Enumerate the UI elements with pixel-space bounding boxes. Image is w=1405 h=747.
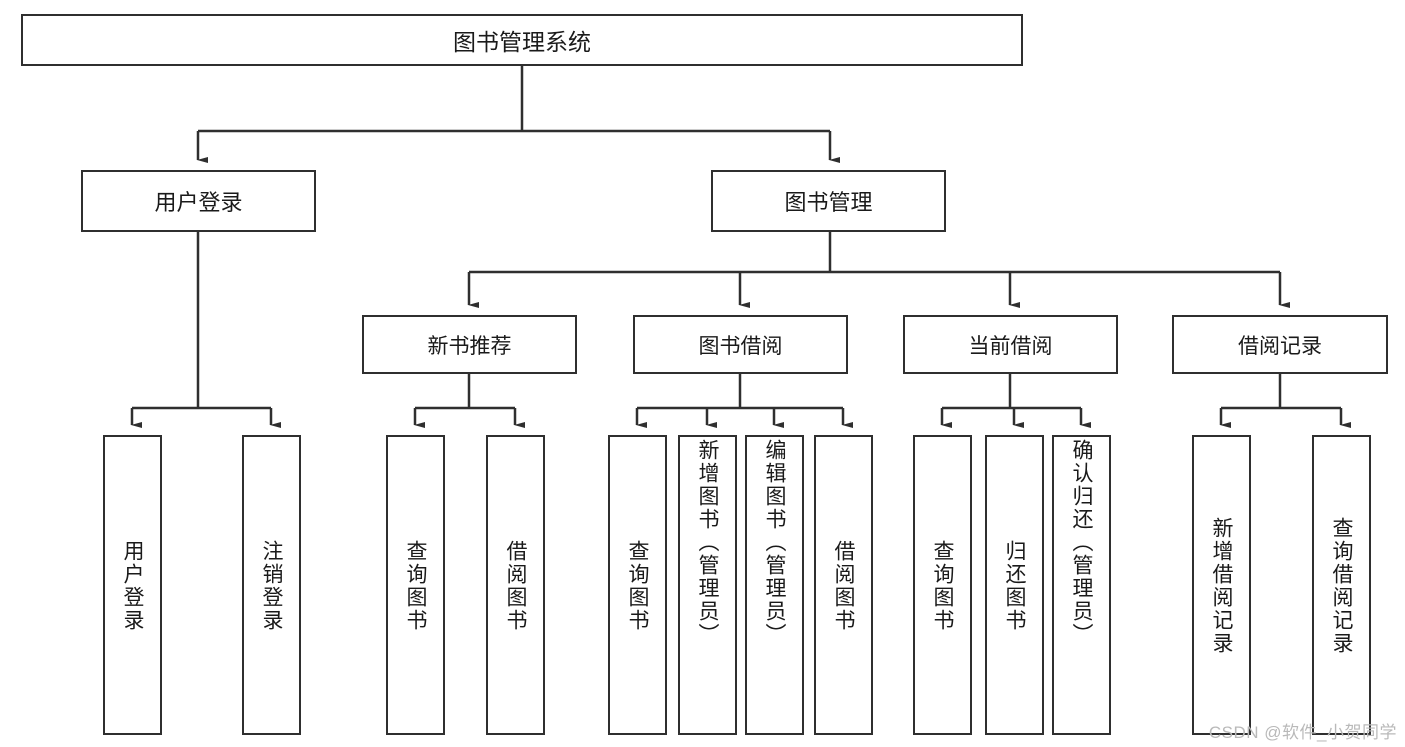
leaf-logout-label: 注销登录 [260, 540, 283, 632]
leaf-add-borrow-record-label: 新增借阅记录 [1210, 517, 1233, 655]
leaf-query-book-current[interactable]: 查询图书 [913, 435, 972, 735]
leaf-add-borrow-record[interactable]: 新增借阅记录 [1192, 435, 1251, 735]
leaf-query-borrow-record[interactable]: 查询借阅记录 [1312, 435, 1371, 735]
node-book-management[interactable]: 图书管理 [711, 170, 946, 232]
leaf-query-book-borrow-label: 查询图书 [626, 540, 649, 632]
leaf-edit-book-admin[interactable]: 编辑图书（管理员） [745, 435, 804, 735]
node-book-borrow[interactable]: 图书借阅 [633, 315, 848, 374]
leaf-query-borrow-record-label: 查询借阅记录 [1330, 517, 1353, 655]
node-book-borrow-label: 图书借阅 [698, 334, 783, 358]
node-borrow-record[interactable]: 借阅记录 [1172, 315, 1388, 374]
node-new-book-recommend-label: 新书推荐 [427, 334, 512, 358]
leaf-confirm-return-admin[interactable]: 确认归还（管理员） [1052, 435, 1111, 735]
leaf-add-book-admin[interactable]: 新增图书（管理员） [678, 435, 737, 735]
leaf-confirm-return-admin-label: 确认归还（管理员） [1070, 439, 1093, 646]
leaf-return-book[interactable]: 归还图书 [985, 435, 1044, 735]
leaf-edit-book-admin-label: 编辑图书（管理员） [763, 439, 786, 646]
node-root-label: 图书管理系统 [453, 29, 591, 55]
leaf-query-book-recommend[interactable]: 查询图书 [386, 435, 445, 735]
node-book-management-label: 图书管理 [784, 190, 873, 215]
node-new-book-recommend[interactable]: 新书推荐 [362, 315, 577, 374]
leaf-query-book-borrow[interactable]: 查询图书 [608, 435, 667, 735]
node-user-login-label: 用户登录 [154, 190, 243, 215]
leaf-logout[interactable]: 注销登录 [242, 435, 301, 735]
node-current-borrow[interactable]: 当前借阅 [903, 315, 1118, 374]
leaf-borrow-book-recommend-label: 借阅图书 [504, 540, 527, 632]
node-user-login[interactable]: 用户登录 [81, 170, 316, 232]
leaf-borrow-book[interactable]: 借阅图书 [814, 435, 873, 735]
leaf-return-book-label: 归还图书 [1003, 540, 1026, 632]
node-root[interactable]: 图书管理系统 [21, 14, 1023, 66]
leaf-query-book-current-label: 查询图书 [931, 540, 954, 632]
leaf-borrow-book-label: 借阅图书 [832, 540, 855, 632]
leaf-user-login-label: 用户登录 [121, 540, 144, 632]
leaf-user-login[interactable]: 用户登录 [103, 435, 162, 735]
node-current-borrow-label: 当前借阅 [968, 334, 1053, 358]
leaf-query-book-recommend-label: 查询图书 [404, 540, 427, 632]
leaf-add-book-admin-label: 新增图书（管理员） [696, 439, 719, 646]
node-borrow-record-label: 借阅记录 [1238, 334, 1322, 358]
leaf-borrow-book-recommend[interactable]: 借阅图书 [486, 435, 545, 735]
watermark: CSDN @软件_小贺同学 [1208, 723, 1397, 742]
